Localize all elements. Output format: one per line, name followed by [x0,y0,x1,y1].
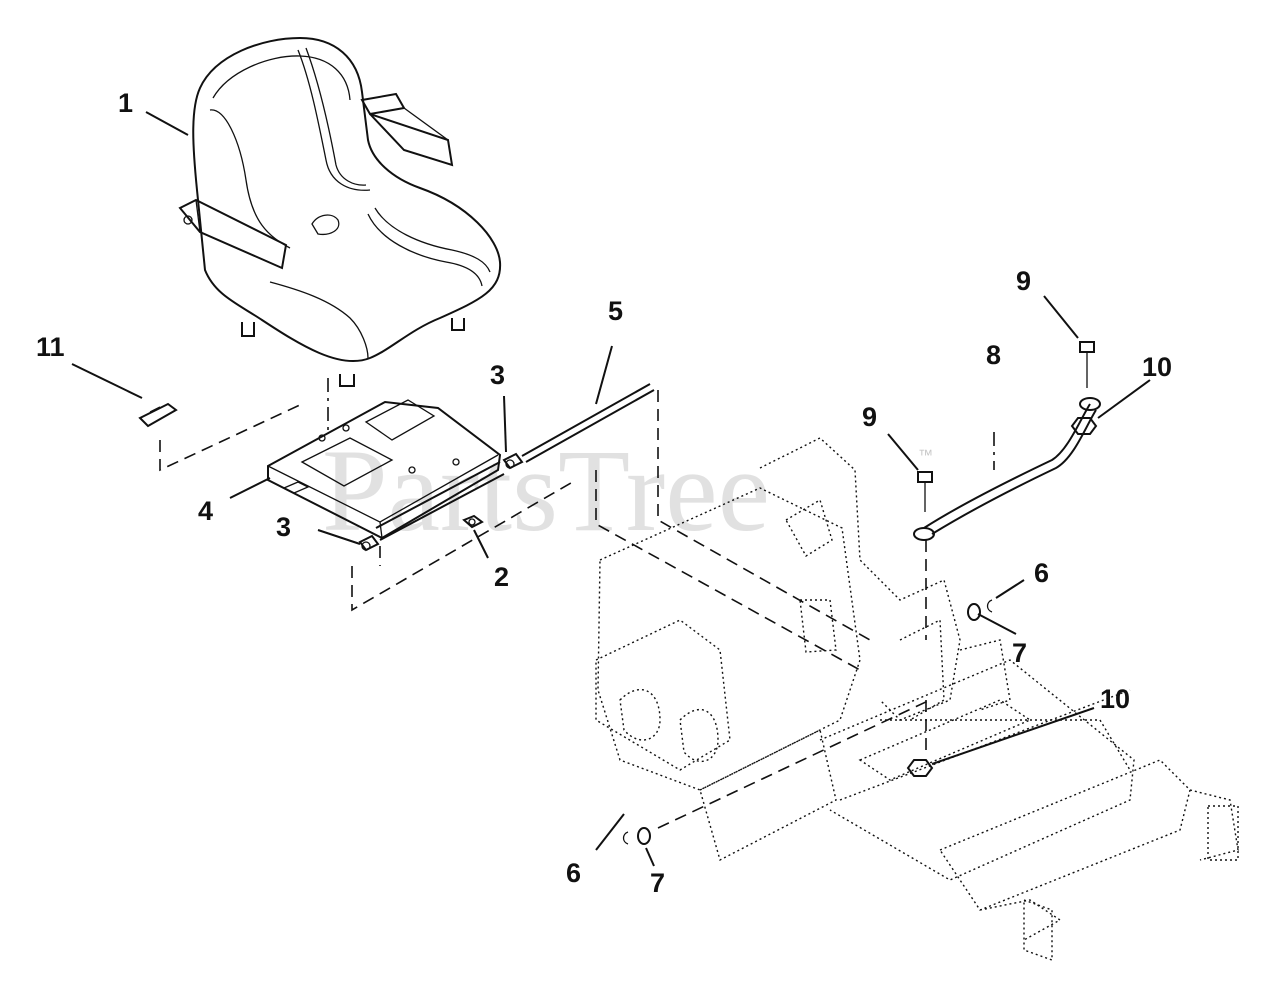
assembly-lines [159,378,995,829]
callout-2[interactable]: 2 [494,562,509,592]
leader-lines [71,111,1151,867]
callout-9a[interactable]: 9 [862,402,877,432]
callout-6b[interactable]: 6 [566,858,581,888]
callout-5[interactable]: 5 [608,296,623,326]
seat-pan-part[interactable] [267,399,505,541]
callout-6a[interactable]: 6 [1034,558,1049,588]
callout-10b[interactable]: 10 [1100,684,1130,714]
callout-1[interactable]: 1 [118,88,133,118]
callout-11[interactable]: 11 [36,332,65,362]
bushing-part[interactable] [358,452,524,552]
rod-part[interactable] [521,383,655,463]
callout-9b[interactable]: 9 [1016,266,1031,296]
watermark-text: PartsTree [322,425,770,556]
callout-7a[interactable]: 7 [1012,638,1027,668]
watermark: PartsTree ™ [322,425,933,556]
watermark-trademark: ™ [918,447,933,464]
clip-part[interactable] [138,402,178,428]
callout-3b[interactable]: 3 [490,360,505,390]
seat-link-part[interactable] [906,341,1101,777]
callout-7b[interactable]: 7 [650,868,665,898]
callout-4[interactable]: 4 [198,496,213,526]
seat-part[interactable] [178,36,502,387]
callout-8[interactable]: 8 [986,340,1001,370]
callouts: 1 11 4 3 3 2 5 9 9 8 10 10 6 6 7 7 [36,88,1172,898]
callout-3a[interactable]: 3 [276,512,291,542]
callout-10a[interactable]: 10 [1142,352,1172,382]
pin-washer-part[interactable] [622,599,993,845]
